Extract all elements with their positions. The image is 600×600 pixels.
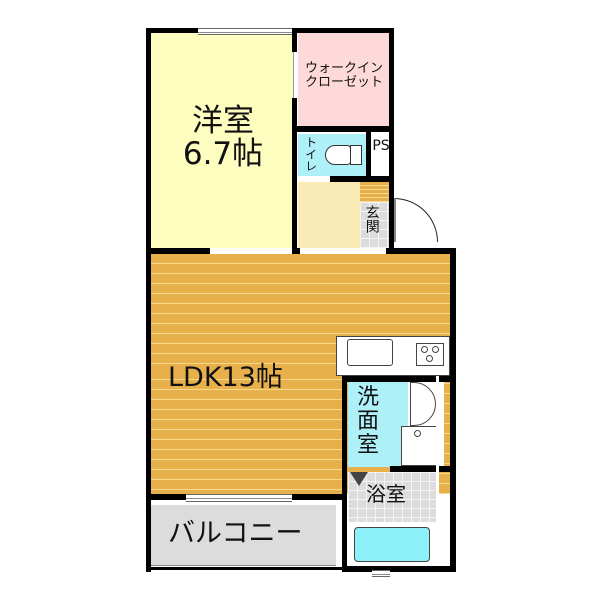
burner-icon <box>432 346 439 353</box>
wall <box>450 248 456 572</box>
wall <box>342 376 456 382</box>
wall <box>146 494 186 500</box>
wall <box>292 28 394 33</box>
ldk-lower <box>150 370 342 494</box>
walk-in-closet-label: ウォークイン クローゼット <box>298 62 390 89</box>
burner-icon <box>421 346 428 353</box>
wall <box>292 28 297 52</box>
wall <box>389 28 394 248</box>
wall <box>342 566 456 572</box>
wall <box>146 28 151 572</box>
western-room-window <box>198 28 292 35</box>
burner-icon <box>426 355 433 362</box>
entrance-label: 玄関 <box>363 205 380 233</box>
wall <box>292 126 394 132</box>
wall <box>292 494 346 500</box>
drain-icon <box>414 430 421 437</box>
hall <box>298 182 360 248</box>
wall <box>366 132 371 178</box>
walk-in-closet-line1: ウォークイン <box>304 61 383 76</box>
ldk-label: LDK13帖 <box>168 362 283 393</box>
wall <box>146 567 342 570</box>
toilet-tank-icon <box>350 145 362 165</box>
wall <box>330 176 394 182</box>
bathtub-icon <box>354 527 430 562</box>
wall <box>292 248 300 254</box>
entrance <box>360 202 390 248</box>
entrance-step <box>360 182 390 202</box>
western-room-size: 6.7帖 <box>182 135 264 172</box>
wall <box>146 248 210 254</box>
balcony <box>150 505 336 567</box>
washroom-floor <box>348 381 408 467</box>
entrance-door-icon[interactable] <box>394 198 438 242</box>
wall <box>342 376 347 572</box>
ldk-window <box>186 494 292 502</box>
wall <box>436 376 439 572</box>
wall <box>386 248 456 254</box>
bathroom-label: 浴室 <box>366 482 406 506</box>
western-room <box>150 32 296 248</box>
wall <box>146 28 198 33</box>
balcony-label: バルコニー <box>168 518 303 549</box>
wall <box>390 466 456 472</box>
walk-in-closet-line2: クローゼット <box>304 74 383 90</box>
closet-door[interactable] <box>293 52 296 98</box>
western-room-name: 洋室 <box>192 103 254 139</box>
bathroom-window <box>372 570 390 577</box>
toilet-bowl-icon <box>325 145 351 165</box>
pipe-space <box>372 134 390 176</box>
wall <box>292 98 297 254</box>
washroom-label: 洗面室 <box>356 385 379 458</box>
toilet-label: トイレ <box>303 136 318 172</box>
sink-icon <box>347 339 393 366</box>
western-room-label: 洋室 6.7帖 <box>150 105 296 170</box>
walk-in-closet <box>298 32 390 126</box>
bathroom-door-icon[interactable] <box>350 472 368 486</box>
pipe-space-label: PS <box>372 138 390 154</box>
